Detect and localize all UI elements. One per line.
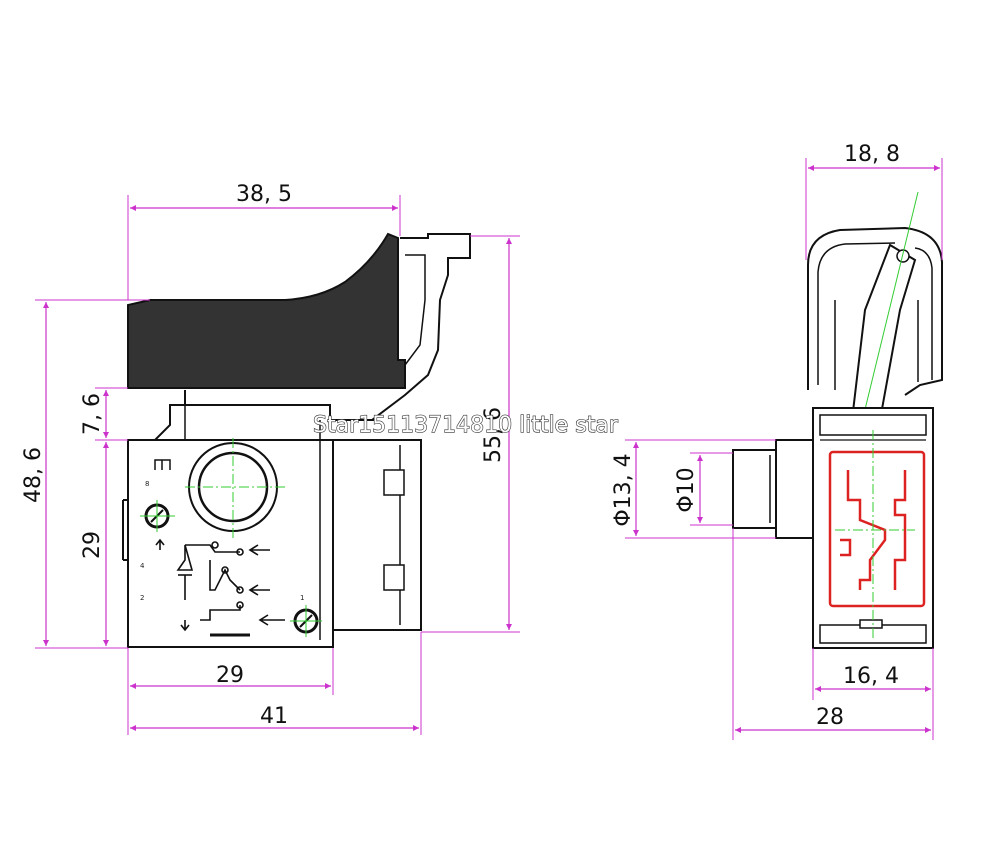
terminal-markings: 8 4 2 1 xyxy=(140,459,304,602)
dim-base-width: 29 xyxy=(127,648,334,735)
dim-trigger-travel: 7, 6 xyxy=(80,387,128,441)
dim-label-18-8: 18, 8 xyxy=(844,142,900,167)
dim-total-height: 48, 6 xyxy=(21,299,150,649)
watermark-text: Star15113714810 little star xyxy=(313,413,619,438)
dim-label-diameter-10: Φ10 xyxy=(674,467,699,512)
terminal-label-1: 1 xyxy=(300,594,304,602)
dim-outer-diameter: Φ13, 4 xyxy=(611,439,776,539)
switch-neck xyxy=(128,390,186,441)
side-view: 8 4 2 1 xyxy=(21,182,520,735)
trigger-linkage xyxy=(371,233,471,421)
dim-end-base-width: 16, 4 xyxy=(812,648,934,700)
terminal-label-4: 4 xyxy=(140,562,145,570)
end-trigger-cap xyxy=(807,226,943,396)
trigger-body xyxy=(127,232,406,389)
dim-label-28: 28 xyxy=(816,705,844,730)
switch-symbol-icon xyxy=(828,450,926,608)
dim-label-29-vertical: 29 xyxy=(80,531,105,559)
dim-label-41: 41 xyxy=(260,704,288,729)
dim-label-55-6: 55, 6 xyxy=(481,407,506,463)
trigger-linkage-inner xyxy=(404,254,426,366)
end-lock-button xyxy=(732,449,777,529)
dim-top-width: 38, 5 xyxy=(127,182,401,300)
screw-right-icon xyxy=(290,605,322,637)
dim-right-height: 55, 6 xyxy=(421,235,520,633)
terminal-label-8: 8 xyxy=(145,480,149,488)
dim-label-diameter-13-4: Φ13, 4 xyxy=(611,453,636,526)
dim-body-height: 29 xyxy=(80,442,109,646)
dim-label-38-5: 38, 5 xyxy=(236,182,292,207)
dim-inner-diameter: Φ10 xyxy=(674,452,733,526)
dim-label-16-4: 16, 4 xyxy=(843,664,899,689)
dim-end-total-width: 28 xyxy=(732,528,934,740)
screw-left-icon xyxy=(140,500,175,532)
dim-label-29-horizontal: 29 xyxy=(216,663,244,688)
dim-label-48-6: 48, 6 xyxy=(21,447,46,503)
dim-total-width: 41 xyxy=(130,632,422,735)
lock-button xyxy=(185,438,285,538)
dim-label-7-6: 7, 6 xyxy=(80,393,105,435)
switch-neck-right xyxy=(185,404,375,421)
terminal-label-2: 2 xyxy=(140,594,144,602)
switch-housing-right xyxy=(332,439,422,631)
dim-end-top-width: 18, 8 xyxy=(805,142,943,260)
end-view: 18, 8 Φ13, 4 Φ10 16, 4 28 xyxy=(611,142,943,740)
wiring-schematic xyxy=(155,538,285,637)
